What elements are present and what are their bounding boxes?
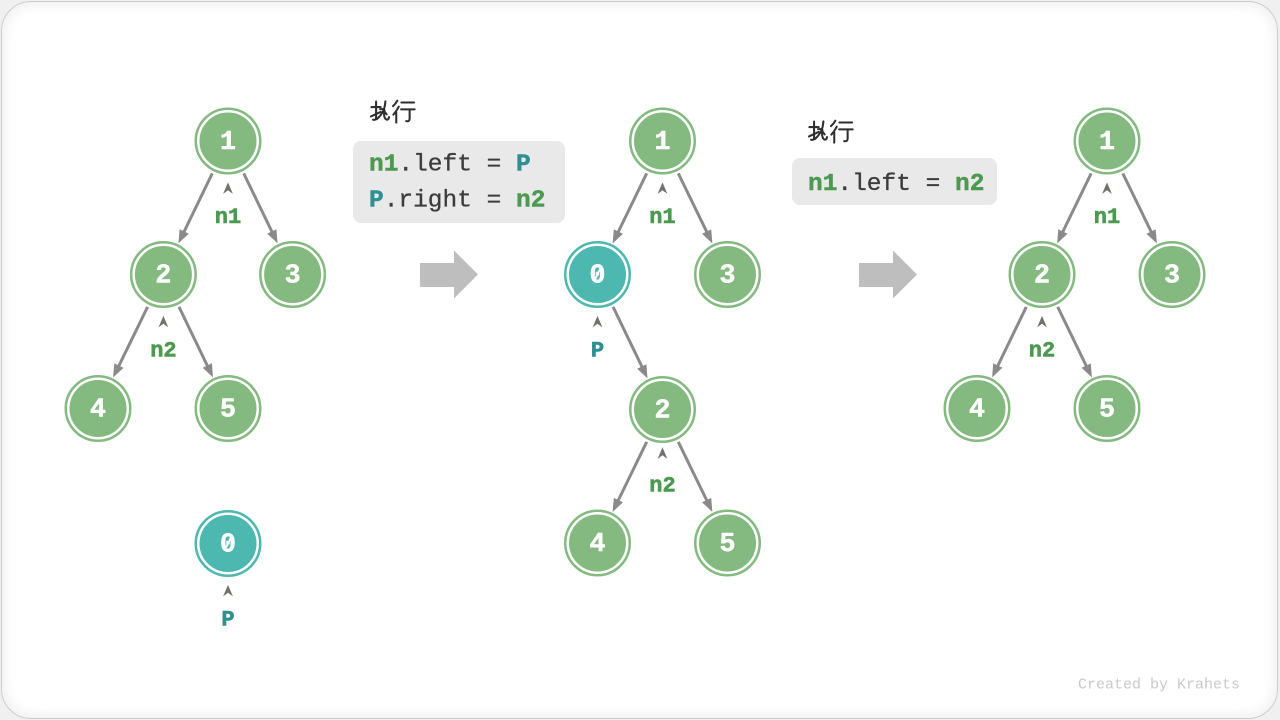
svg-text:n1: n1 bbox=[649, 205, 675, 230]
svg-text:1: 1 bbox=[654, 128, 670, 158]
svg-text:2: 2 bbox=[1034, 262, 1050, 292]
svg-text:n2: n2 bbox=[150, 339, 176, 364]
svg-text:2: 2 bbox=[155, 262, 171, 292]
svg-text:3: 3 bbox=[1164, 262, 1180, 292]
svg-text:5: 5 bbox=[1099, 396, 1115, 426]
svg-text:4: 4 bbox=[969, 396, 985, 426]
svg-text:4: 4 bbox=[90, 396, 106, 426]
svg-text:n2: n2 bbox=[649, 474, 675, 499]
svg-text:n1.left = n2: n1.left = n2 bbox=[808, 171, 984, 198]
svg-text:2: 2 bbox=[654, 397, 670, 427]
svg-text:5: 5 bbox=[719, 530, 735, 560]
svg-text:5: 5 bbox=[220, 396, 236, 426]
svg-text:3: 3 bbox=[284, 262, 300, 292]
svg-text:n1.left = P: n1.left = P bbox=[369, 152, 531, 179]
svg-text:P: P bbox=[591, 339, 604, 364]
svg-text:n1: n1 bbox=[215, 205, 241, 230]
svg-text:Created by Krahets: Created by Krahets bbox=[1078, 677, 1240, 694]
svg-text:n2: n2 bbox=[1029, 339, 1055, 364]
svg-text:4: 4 bbox=[589, 530, 605, 560]
svg-text:n1: n1 bbox=[1094, 205, 1120, 230]
svg-text:3: 3 bbox=[719, 262, 735, 292]
svg-text:1: 1 bbox=[1099, 128, 1115, 158]
svg-text:1: 1 bbox=[220, 128, 236, 158]
svg-text:P.right = n2: P.right = n2 bbox=[369, 188, 545, 215]
svg-text:P: P bbox=[221, 608, 234, 633]
